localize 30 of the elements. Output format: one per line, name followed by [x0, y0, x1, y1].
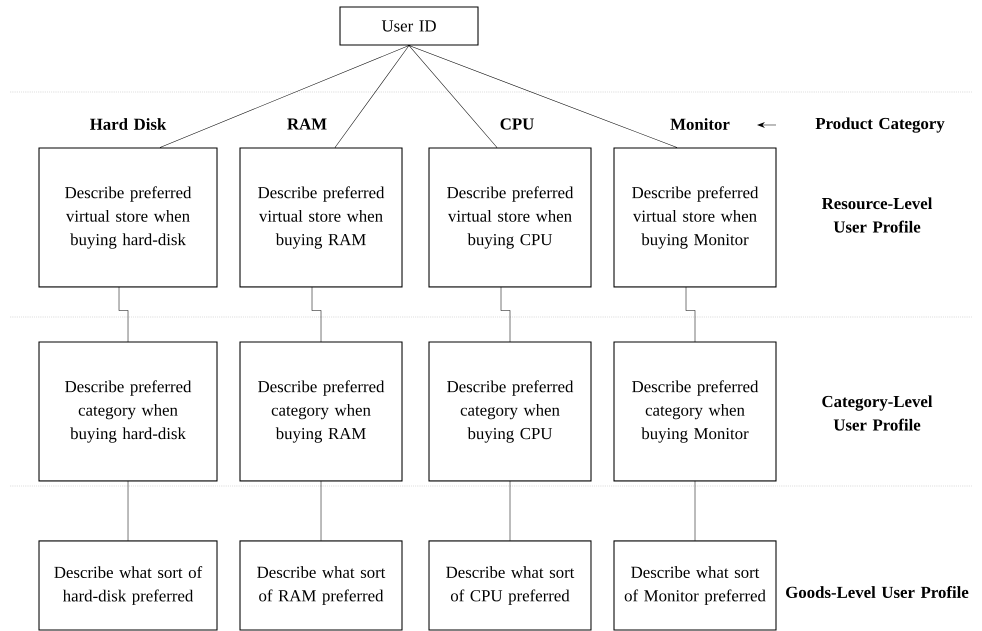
level-label: Product Category [816, 117, 945, 133]
process-box: User ID [339, 6, 479, 46]
category-label: Hard Disk [90, 118, 166, 130]
connector-line [408, 45, 678, 148]
process-box: Describe preferred virtual store when buying CPU [428, 148, 592, 288]
level-label: Resource-Level User Profile [822, 197, 932, 233]
process-box: Describe preferred virtual store when buying RAM [239, 148, 403, 288]
process-box: Describe what sort of hard-disk preferred [38, 540, 218, 631]
process-box: Describe preferred category when buying RAM [239, 342, 403, 482]
process-box: Describe preferred virtual store when buying Monitor [613, 148, 777, 288]
connector-line [500, 287, 510, 342]
category-label: Monitor [670, 118, 730, 130]
connector-line [312, 287, 322, 342]
category-label: CPU [500, 118, 534, 130]
process-box: Describe what sort of Monitor preferred [613, 540, 777, 631]
connector-line [320, 481, 322, 541]
process-box: Describe preferred virtual store when buying hard-disk [38, 148, 218, 288]
process-box: Describe preferred category when buying Monitor [613, 342, 777, 482]
connector-line [408, 45, 498, 148]
connector-line [118, 287, 128, 342]
process-box: Describe preferred category when buying CPU [428, 342, 592, 482]
category-label: RAM [287, 118, 327, 130]
process-box: Describe what sort of CPU preferred [428, 540, 592, 631]
connector-line [686, 287, 696, 342]
connector-line [160, 45, 410, 148]
process-box: Describe what sort of RAM preferred [239, 540, 403, 631]
connector-line [694, 481, 696, 541]
level-label: Category-Level User Profile [822, 395, 932, 431]
process-box: Describe preferred category when buying hard-disk [38, 342, 218, 482]
connector-line [334, 45, 410, 148]
